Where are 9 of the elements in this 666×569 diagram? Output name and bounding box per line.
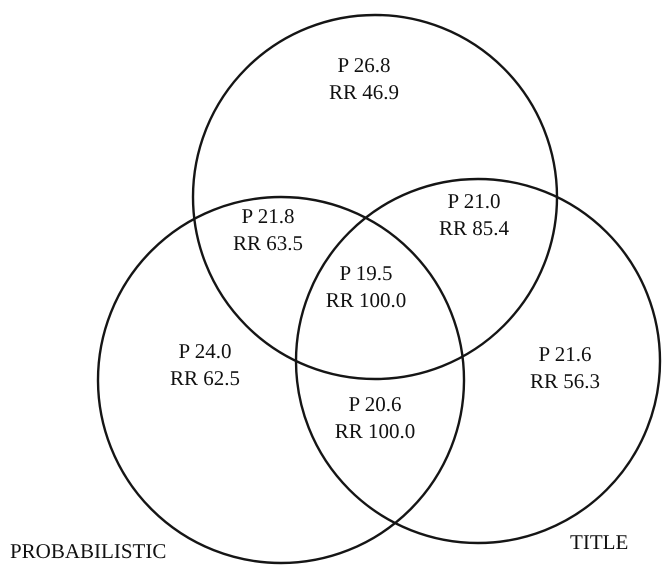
region-value: P 21.8 RR 63.5 (233, 203, 303, 258)
region-value: P 24.0 RR 62.5 (170, 338, 240, 392)
region-value: P 20.6 RR 100.0 (334, 391, 416, 446)
region-value: P 21.0 RR 85.4 (439, 188, 509, 242)
set-label: TITLE (570, 532, 628, 553)
region-value: P 26.8 RR 46.9 (329, 52, 399, 106)
set-label: PROBABILISTIC (10, 541, 166, 562)
region-value: P 21.6 RR 56.3 (530, 341, 600, 396)
region-value: P 19.5 RR 100.0 (326, 260, 406, 314)
